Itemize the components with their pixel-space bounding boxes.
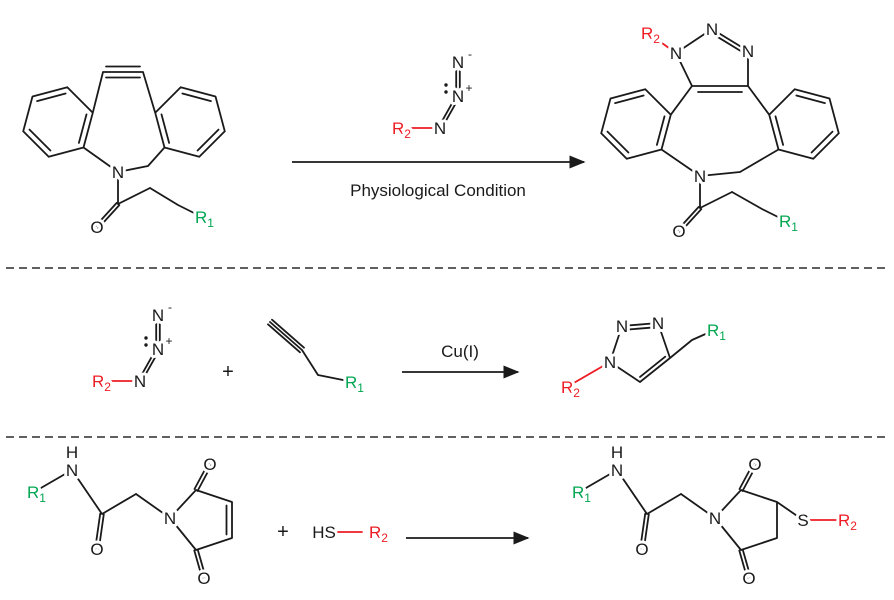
nitrogen-label: N xyxy=(164,509,176,528)
r2-n1-bond xyxy=(651,35,677,54)
r2-label: R2 xyxy=(641,24,660,46)
r1-subscript: 1 xyxy=(357,381,364,395)
nitrogen-label: N xyxy=(604,353,616,372)
r2-label: R2 xyxy=(392,119,411,141)
r1-subscript: 1 xyxy=(719,329,726,343)
r1-text: R xyxy=(345,373,357,392)
nitrogen-label: N xyxy=(66,461,78,480)
r1-subscript: 1 xyxy=(207,216,214,230)
nitrogen-label: N xyxy=(742,42,754,61)
succinimide-bonds xyxy=(578,462,804,580)
nitrogen-label: N xyxy=(112,163,124,182)
product-skeleton-bonds xyxy=(600,28,840,233)
hydrogen-label: H xyxy=(611,443,623,462)
oxygen-label: O xyxy=(672,222,685,241)
plus-charge: + xyxy=(465,81,472,95)
reaction-3-thiol-michael: R1 H N O N O O + HS R2 R1 H N O N O O S … xyxy=(24,440,860,591)
r1-subscript: 1 xyxy=(39,491,46,505)
nitrogen-label: N xyxy=(694,167,706,186)
r1-text: R xyxy=(779,212,791,231)
oxygen-label: O xyxy=(203,455,216,474)
minus-charge: - xyxy=(468,47,472,61)
nitrogen-label: N xyxy=(434,119,446,138)
r1-label: R1 xyxy=(195,208,214,230)
sulfur-label: S xyxy=(797,511,808,530)
r2-text: R xyxy=(561,378,573,397)
r2-text: R xyxy=(392,119,404,138)
r1-label: R1 xyxy=(707,321,726,343)
maleimide-reactant: R1 H N O N O O xyxy=(24,440,233,591)
oxygen-label: O xyxy=(197,569,210,588)
plus-sign: + xyxy=(277,521,289,543)
r2-subscript: 2 xyxy=(573,386,580,400)
r2-label: R2 xyxy=(561,378,580,400)
dbco-triazole-product: R2 N N N N O R1 xyxy=(600,17,840,244)
nitrogen-label: N xyxy=(652,314,664,333)
r1-label: R1 xyxy=(345,373,364,395)
nitrogen-label: N xyxy=(709,509,721,528)
succinimide-product: R1 H N O N O O S R2 xyxy=(569,440,860,591)
thiol-hs-label: HS xyxy=(312,523,336,542)
catalyst-label: Cu(I) xyxy=(441,342,479,361)
lone-pair-dot xyxy=(444,83,448,87)
r2-label: R2 xyxy=(838,511,857,533)
dbco-skeleton-bonds xyxy=(22,65,226,229)
r2-label: R2 xyxy=(369,523,388,545)
r1-subscript: 1 xyxy=(791,220,798,234)
alkyne-bonds xyxy=(267,318,349,382)
azide-bonds xyxy=(437,61,461,130)
r2-text: R xyxy=(369,523,381,542)
nitrogen-label: N xyxy=(616,317,628,336)
oxygen-label: O xyxy=(635,540,648,559)
dbco-reactant: N O R1 xyxy=(22,65,226,240)
oxygen-label: O xyxy=(90,218,103,237)
reaction-2-cuaac: + R1 Cu(I) R2 N N N R1 xyxy=(92,300,729,403)
nitrogen-label: N xyxy=(452,87,464,106)
nitrogen-label: N xyxy=(706,20,718,39)
r2-subscript: 2 xyxy=(404,127,411,141)
alkyne-reactant: R1 xyxy=(267,318,367,398)
r1-text: R xyxy=(572,483,584,502)
r1-text: R xyxy=(195,208,207,227)
lone-pair-dot xyxy=(444,90,448,94)
oxygen-label: O xyxy=(742,569,755,588)
nitrogen-label: N xyxy=(670,44,682,63)
oxygen-label: O xyxy=(90,540,103,559)
r1-subscript: 1 xyxy=(584,491,591,505)
nitrogen-label: N xyxy=(611,461,623,480)
thiol-reactant: HS R2 xyxy=(309,520,391,548)
triazole-bonds xyxy=(609,322,711,383)
plus-sign: + xyxy=(222,361,234,383)
nitrogen-label: N xyxy=(452,53,464,72)
r2-subscript: 2 xyxy=(850,519,857,533)
reaction-condition: Physiological Condition xyxy=(350,181,526,200)
azide-reagent-2 xyxy=(92,300,173,394)
triazole-product: R2 N N N R1 xyxy=(558,311,729,403)
r1-text: R xyxy=(707,321,719,340)
oxygen-label: O xyxy=(748,455,761,474)
r2-subscript: 2 xyxy=(653,32,660,46)
maleimide-bonds xyxy=(33,462,233,580)
r2-text: R xyxy=(838,511,850,530)
r1-text: R xyxy=(27,483,39,502)
azide-reagent: R2 N N + N - xyxy=(389,45,475,144)
r2-subscript: 2 xyxy=(381,531,388,545)
r2-text: R xyxy=(641,24,653,43)
reaction-1-spaac: N O R1 R2 N N + N - Physiological Condit… xyxy=(22,17,840,244)
r2-n1-bond xyxy=(571,361,611,385)
hydrogen-label: H xyxy=(66,443,78,462)
r1-label: R1 xyxy=(779,212,798,234)
